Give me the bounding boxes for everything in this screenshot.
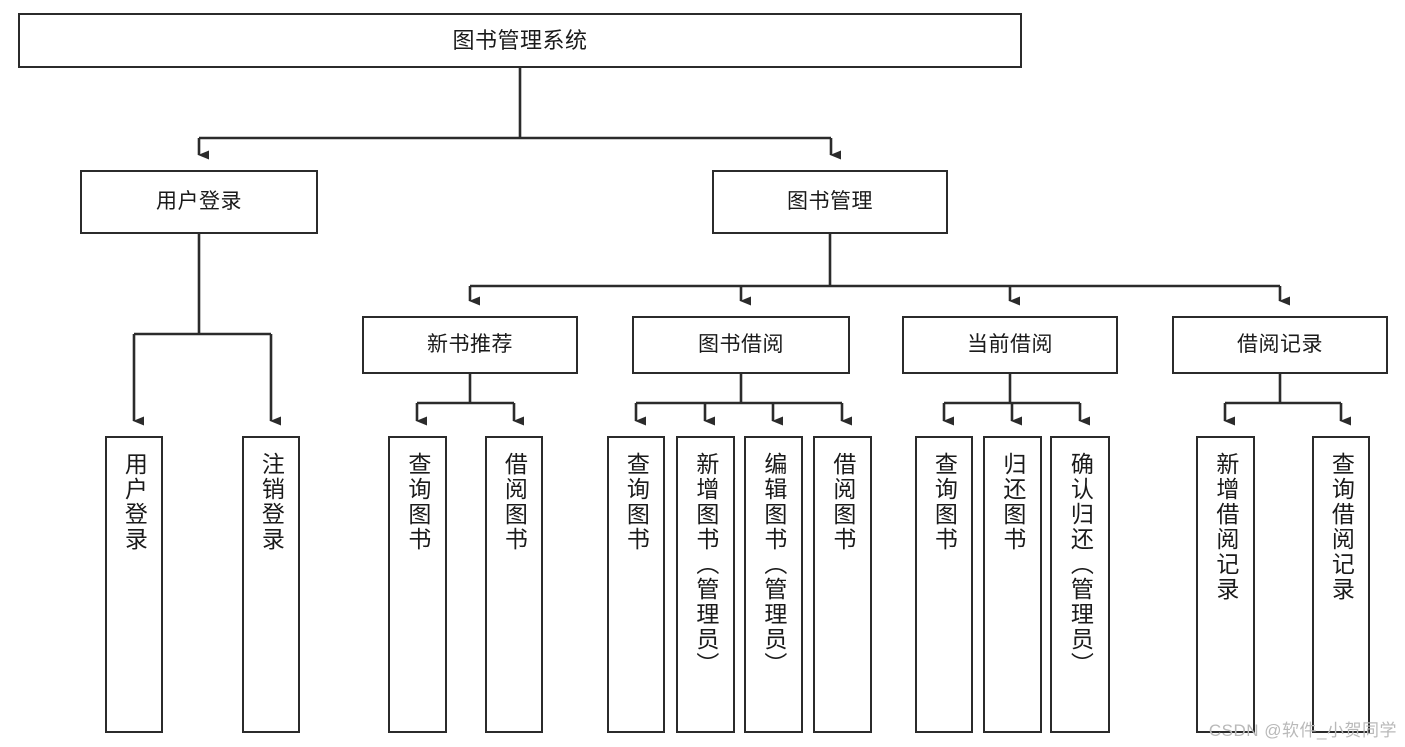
node-leaf-edit-book[interactable]: 编辑图书（管理员） [744, 436, 803, 733]
node-leaf-query-book-2[interactable]: 查询图书 [607, 436, 665, 733]
node-label: 用户登录 [156, 189, 242, 213]
node-label: 图书管理 [787, 189, 873, 213]
node-label: 查询图书 [404, 452, 431, 552]
node-leaf-query-book-1[interactable]: 查询图书 [388, 436, 447, 733]
node-label: 查询借阅记录 [1328, 452, 1355, 602]
node-label: 编辑图书（管理员） [760, 452, 787, 677]
node-label: 查询图书 [931, 452, 958, 552]
node-label: 注销登录 [258, 452, 285, 552]
node-book-borrow[interactable]: 图书借阅 [632, 316, 850, 374]
node-leaf-add-record[interactable]: 新增借阅记录 [1196, 436, 1255, 733]
node-borrow-record[interactable]: 借阅记录 [1172, 316, 1388, 374]
node-label: 图书管理系统 [452, 27, 588, 53]
node-label: 当前借阅 [967, 332, 1053, 356]
node-label: 借阅图书 [501, 452, 528, 552]
node-leaf-confirm-return[interactable]: 确认归还（管理员） [1050, 436, 1110, 733]
node-label: 归还图书 [999, 452, 1026, 552]
node-label: 借阅图书 [829, 452, 856, 552]
node-label: 新增图书（管理员） [692, 452, 719, 677]
node-leaf-borrow-book-1[interactable]: 借阅图书 [485, 436, 543, 733]
node-label: 查询图书 [623, 452, 650, 552]
node-label: 确认归还（管理员） [1067, 452, 1094, 677]
node-book-manage[interactable]: 图书管理 [712, 170, 948, 234]
node-leaf-user-login[interactable]: 用户登录 [105, 436, 163, 733]
node-leaf-query-book-3[interactable]: 查询图书 [915, 436, 973, 733]
node-label: 新增借阅记录 [1212, 452, 1239, 602]
node-current-borrow[interactable]: 当前借阅 [902, 316, 1118, 374]
node-leaf-logout[interactable]: 注销登录 [242, 436, 300, 733]
node-label: 用户登录 [121, 452, 148, 552]
node-leaf-query-record[interactable]: 查询借阅记录 [1312, 436, 1370, 733]
node-leaf-add-book[interactable]: 新增图书（管理员） [676, 436, 735, 733]
node-leaf-return-book[interactable]: 归还图书 [983, 436, 1042, 733]
node-label: 图书借阅 [698, 332, 784, 356]
node-label: 借阅记录 [1237, 332, 1323, 356]
node-label: 新书推荐 [427, 332, 513, 356]
node-user-login[interactable]: 用户登录 [80, 170, 318, 234]
node-root-system[interactable]: 图书管理系统 [18, 13, 1022, 68]
node-new-book-recommend[interactable]: 新书推荐 [362, 316, 578, 374]
node-leaf-borrow-book-2[interactable]: 借阅图书 [813, 436, 872, 733]
